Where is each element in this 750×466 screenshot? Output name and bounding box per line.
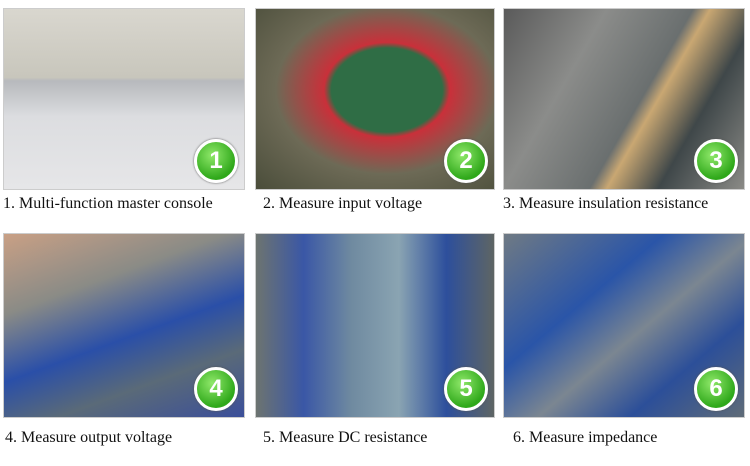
- dc-resistance-photo: 5: [255, 233, 495, 418]
- insulation-test-photo: 3: [503, 8, 745, 190]
- console-photo: 1: [3, 8, 245, 190]
- step-number-badge: 5: [444, 367, 488, 411]
- step-caption: 6. Measure impedance: [513, 429, 658, 446]
- step-caption: 2. Measure input voltage: [263, 195, 423, 212]
- step-caption: 3. Measure insulation resistance: [503, 195, 709, 212]
- step-caption: 1. Multi-function master console: [3, 195, 213, 212]
- multimeter-photo: 2: [255, 8, 495, 190]
- step-number-badge: 4: [194, 367, 238, 411]
- step-number-badge: 1: [194, 139, 238, 183]
- step-caption: 4. Measure output voltage: [5, 429, 173, 446]
- step-number-badge: 6: [694, 367, 738, 411]
- output-voltage-photo: 4: [3, 233, 245, 418]
- impedance-photo: 6: [503, 233, 745, 418]
- step-caption: 5. Measure DC resistance: [263, 429, 428, 446]
- step-number-badge: 2: [444, 139, 488, 183]
- step-number-badge: 3: [694, 139, 738, 183]
